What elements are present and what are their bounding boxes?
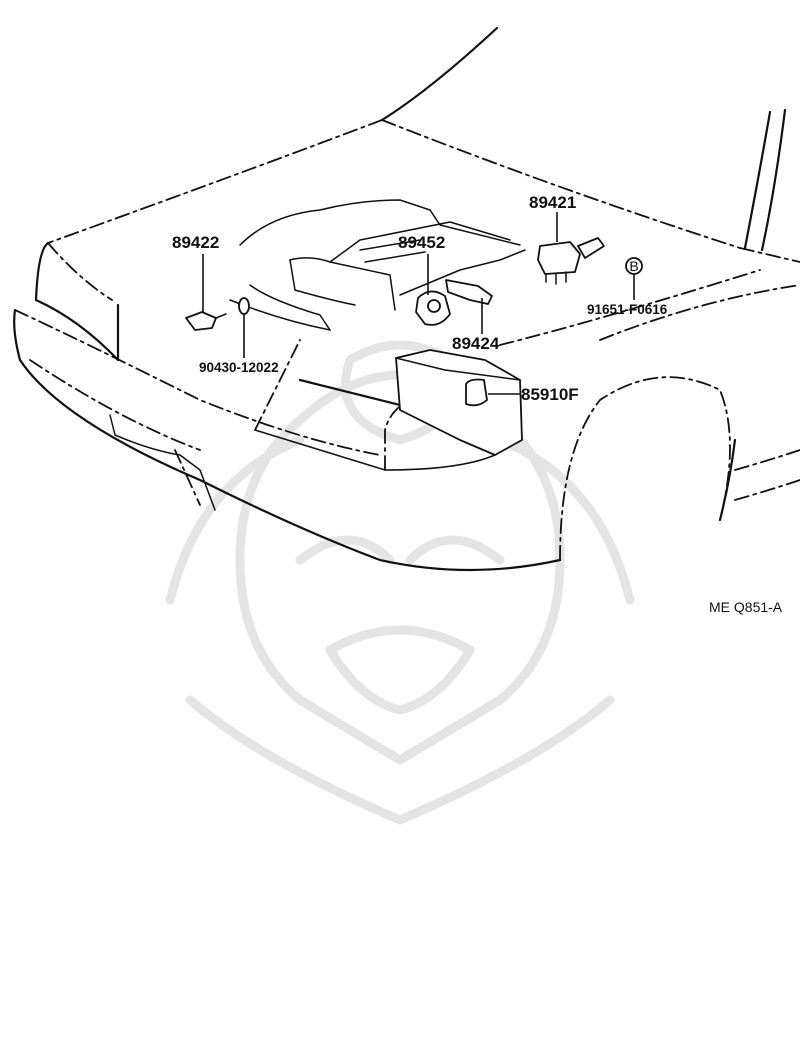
car-body-outline [13, 26, 800, 572]
part-85910-sensor [465, 378, 488, 407]
leader-lines [202, 212, 635, 395]
part-90430-gasket [238, 297, 250, 315]
part-89421-sensor [537, 237, 605, 285]
engine-bay [229, 199, 526, 456]
watermark-logo [165, 340, 635, 825]
label-89452: 89452 [398, 233, 445, 252]
label-85910f: 85910F [521, 385, 579, 404]
label-90430-12022: 90430-12022 [199, 360, 279, 375]
label-89422: 89422 [172, 233, 219, 252]
label-89421: 89421 [529, 193, 576, 212]
label-89424: 89424 [452, 334, 500, 353]
label-91651-f0616: 91651-F0616 [587, 302, 668, 317]
reference-code: ME Q851-A [709, 599, 783, 615]
part-89452-sensor [415, 290, 451, 326]
bolt-marker-letter: B [629, 258, 638, 274]
part-89424-sensor [445, 279, 493, 305]
part-89422-sensor [185, 311, 227, 331]
bolt-marker: B [625, 257, 643, 275]
